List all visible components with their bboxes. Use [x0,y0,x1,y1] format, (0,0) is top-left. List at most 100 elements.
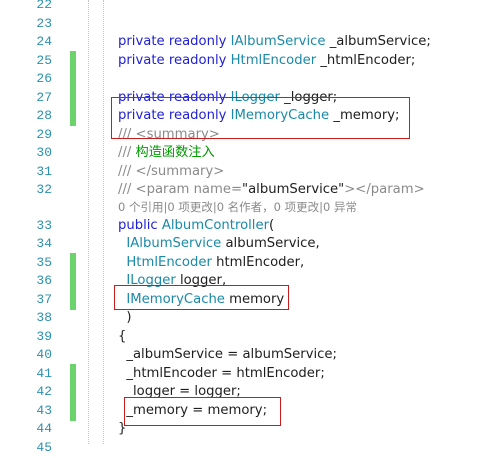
code-line: 35 HtmlEncoder htmlEncoder, [0,252,498,273]
code-token: logger, [175,273,227,288]
code-token: private readonly [118,52,231,68]
code-token: AlbumController [161,217,270,233]
line-number: 31 [36,163,52,179]
code-token: HtmlEncoder [126,254,212,270]
line-number: 22 [36,0,52,12]
code-text: /// <param name="albumService"></param> [118,180,425,200]
code-token: /// [118,126,136,142]
code-token: ></param> [344,182,425,197]
line-number: 33 [36,217,52,233]
change-indicator [70,106,76,126]
code-token: _albumService; [325,34,431,49]
change-indicator [70,289,76,310]
code-text: _htmlEncoder = htmlEncoder; [118,364,325,384]
code-token: _htmlEncoder; [316,52,416,68]
change-indicator [70,363,76,384]
code-line: 40 _albumService = albumService; [0,345,498,365]
change-indicator [70,50,76,71]
code-token: albumService, [221,236,320,251]
line-number: 36 [36,273,52,288]
code-text: IMemoryCache memory [118,290,284,310]
code-token: _logger = logger; [118,384,241,399]
line-number: 45 [36,439,52,455]
change-indicator [70,69,76,89]
line-number: 44 [36,421,52,436]
code-token: ( [269,217,275,233]
code-token: IAlbumService [126,236,222,251]
highlight-box-memory-assign [124,397,281,426]
code-text: _logger = logger; [118,382,241,402]
code-text: public AlbumController( [118,216,274,236]
change-indicator [70,271,76,291]
line-number: 34 [36,236,52,251]
code-token: <param name= [135,182,243,197]
code-text: /// <summary> [118,125,220,145]
code-token: memory [224,291,285,307]
code-token: IAlbumService [230,34,326,49]
code-text: private readonly IAlbumService _albumSer… [118,32,431,52]
code-line: 42 _logger = logger; [0,382,498,402]
code-line: 28 private readonly IMemoryCache _memory; [0,106,498,126]
code-line: 33 public AlbumController( [0,216,498,236]
code-token: 构造函数注入 [135,145,215,160]
indent-guide [88,0,89,444]
code-text: IAlbumService albumService, [118,234,320,254]
code-token: "albumService" [242,182,345,197]
code-token: _memory; [329,108,400,123]
change-indicator [70,87,76,108]
line-number: 29 [36,126,52,142]
code-token: _htmlEncoder = htmlEncoder; [118,365,325,381]
codelens-row[interactable]: 0 个引用|0 项更改|0 名作者，0 项更改|0 异常 [0,199,498,216]
code-token: /// [118,182,136,197]
code-token: /// [118,163,136,179]
line-number: 38 [36,310,52,325]
code-line: 26 [0,69,498,89]
code-text: private readonly HtmlEncoder _htmlEncode… [118,51,415,71]
change-indicator [70,382,76,402]
line-number: 43 [36,402,52,418]
code-text: private readonly IMemoryCache _memory; [118,106,400,126]
code-line: 34 IAlbumService albumService, [0,234,498,254]
code-token: _albumService = albumService; [118,347,337,362]
code-token: 0 个引用|0 项更改|0 名作者，0 项更改|0 异常 [118,199,357,214]
code-text: { [118,327,126,347]
line-number: 24 [36,34,52,49]
line-number: 30 [36,145,52,160]
highlight-box-memory-field [111,97,410,139]
code-line: 23 [0,14,498,34]
code-line: 43 _memory = memory; [0,400,498,421]
code-token: <summary> [135,126,220,142]
code-line: 25 private readonly HtmlEncoder _htmlEnco… [0,50,498,71]
code-token: htmlEncoder, [211,254,305,270]
code-text: HtmlEncoder htmlEncoder, [118,253,304,273]
line-number: 42 [36,384,52,399]
code-text: _memory = memory; [118,401,267,421]
code-line: 37 IMemoryCache memory [0,289,498,310]
code-token: IMemoryCache [126,291,225,307]
code-line: 30/// 构造函数注入 [0,143,498,163]
line-number: 28 [36,108,52,123]
code-line: 41 _htmlEncoder = htmlEncoder; [0,363,498,384]
code-line: 24 private readonly IAlbumService _albumS… [0,32,498,52]
code-text: } [118,419,126,439]
line-number: 40 [36,347,52,362]
line-number: 37 [36,291,52,307]
code-line: 44} [0,419,498,439]
change-indicator [70,252,76,273]
code-line: 31/// </summary> [0,162,498,182]
code-line: 36 ILogger logger, [0,271,498,291]
line-number: 32 [36,182,52,197]
line-number: 25 [36,52,52,68]
highlight-box-memory-param [114,285,289,310]
codelens-text: 0 个引用|0 项更改|0 名作者，0 项更改|0 异常 [118,199,357,216]
line-number: 41 [36,365,52,381]
code-token: ILogger [126,273,176,288]
code-line: 38 ) [0,308,498,328]
code-line: 32 /// <param name="albumService"></param… [0,180,498,200]
code-text: ) [118,308,131,328]
code-token: } [118,421,127,436]
code-line: 45 [0,438,498,458]
code-token: private readonly [118,34,231,49]
code-token: private readonly [118,108,231,123]
